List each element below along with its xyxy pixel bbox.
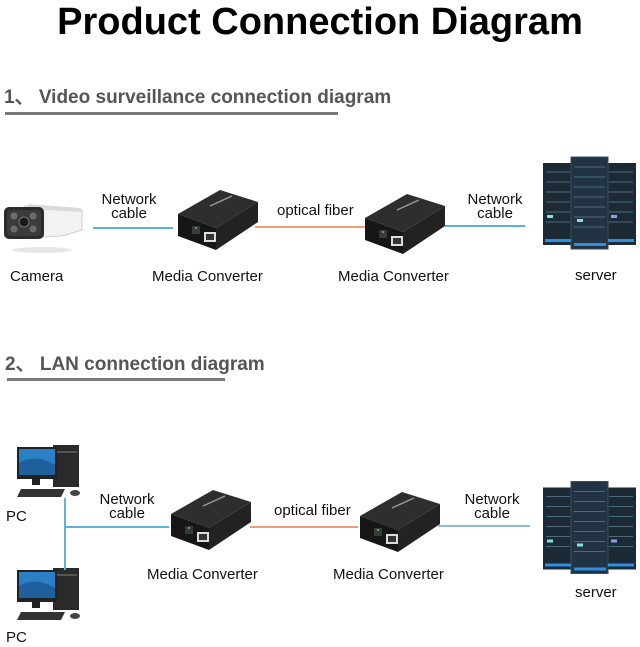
section-underline: [7, 378, 225, 381]
pc-label: PC: [6, 508, 27, 525]
network-cable-line: [445, 225, 525, 227]
network-cable-label-line2: cable: [109, 505, 145, 522]
media-converter-icon: [360, 492, 440, 552]
network-cable-label-line2: cable: [111, 205, 147, 222]
optical-fiber-label: optical fiber: [274, 502, 351, 519]
lan-bus-line: [64, 498, 66, 570]
network-cable-label-line1: Network: [99, 491, 155, 508]
media-converter-label: Media Converter: [147, 566, 258, 583]
server-icon: [543, 481, 636, 574]
pc-icon: [17, 445, 80, 497]
network-cable-label: Network cable: [462, 191, 528, 222]
section-heading-lan: 2、 LAN connection diagram: [5, 354, 265, 375]
network-cable-label-line1: Network: [467, 191, 523, 208]
network-cable-label-line1: Network: [101, 191, 157, 208]
optical-fiber-label: optical fiber: [277, 202, 354, 219]
camera-label: Camera: [10, 268, 64, 285]
media-converter-icon: [171, 490, 251, 550]
optical-fiber-line: [255, 226, 365, 228]
page-title: Product Connection Diagram: [57, 1, 583, 43]
media-converter-label: Media Converter: [152, 268, 263, 285]
network-cable-line: [64, 526, 169, 528]
camera-icon: [4, 204, 83, 253]
optical-fiber-line: [250, 526, 358, 528]
media-converter-label: Media Converter: [333, 566, 444, 583]
server-label: server: [575, 267, 617, 284]
network-cable-line: [93, 227, 173, 229]
network-cable-label: Network cable: [94, 491, 160, 522]
media-converter-label: Media Converter: [338, 268, 449, 285]
network-cable-line: [438, 525, 530, 527]
section-underline: [5, 112, 338, 115]
network-cable-label: Network cable: [96, 191, 162, 222]
network-cable-label: Network cable: [459, 491, 525, 522]
server-icon: [543, 156, 636, 250]
network-cable-label-line1: Network: [464, 491, 520, 508]
server-label: server: [575, 584, 617, 601]
pc-label: PC: [6, 629, 27, 646]
media-converter-icon: [178, 190, 258, 250]
network-cable-label-line2: cable: [474, 505, 510, 522]
media-converter-icon: [365, 194, 445, 254]
pc-icon: [17, 568, 80, 620]
section-heading-video-surveillance: 1、 Video surveillance connection diagram: [4, 87, 392, 108]
network-cable-label-line2: cable: [477, 205, 513, 222]
